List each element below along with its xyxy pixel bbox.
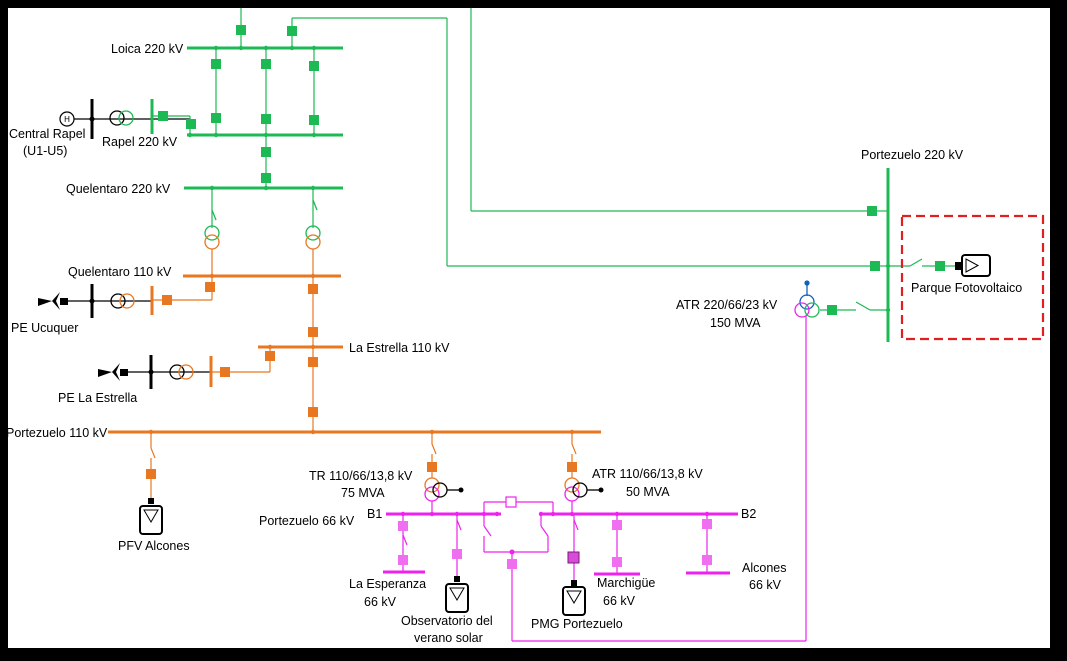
label-alcones-1: Alcones	[742, 561, 786, 575]
kv220-system	[70, 8, 958, 342]
label-pmg-portezuelo: PMG Portezuelo	[531, 617, 623, 631]
kv110-system	[108, 249, 601, 498]
kv220-breakers	[158, 25, 945, 315]
atr-110-66-transformer	[564, 477, 604, 502]
label-quelentaro-220: Quelentaro 220 kV	[66, 182, 171, 196]
label-marchigue-2: 66 kV	[603, 594, 636, 608]
label-atr-110-2: 50 MVA	[626, 485, 670, 499]
label-alcones-2: 66 kV	[749, 578, 782, 592]
quelentaro-transformers	[204, 199, 321, 250]
label-tr-110-2: 75 MVA	[341, 486, 385, 500]
bus-tie-breaker	[505, 496, 517, 508]
label-portezuelo-66: Portezuelo 66 kV	[259, 514, 355, 528]
label-b1: B1	[367, 507, 382, 521]
label-pfv-alcones: PFV Alcones	[118, 539, 190, 553]
label-atr-220-2: 150 MVA	[710, 316, 761, 330]
kv110-nodes	[148, 273, 575, 435]
pfv-alcones-symbol	[139, 498, 163, 535]
label-parque-fotovoltaico: Parque Fotovoltaico	[911, 281, 1022, 295]
observatorio-pv-symbol	[445, 576, 469, 613]
kv220-nodes	[187, 45, 891, 313]
label-observatorio-1: Observatorio del	[401, 614, 493, 628]
pv-park-highlight	[900, 214, 1045, 341]
label-quelentaro-110: Quelentaro 110 kV	[68, 265, 172, 279]
label-pe-la-estrella: PE La Estrella	[58, 391, 137, 405]
labels: Loica 220 kV Rapel 220 kV Central Rapel …	[8, 42, 1022, 645]
label-la-esperanza-1: La Esperanza	[349, 577, 426, 591]
generator-letter: H	[64, 115, 70, 124]
pe-la-estrella-generator	[98, 355, 213, 389]
label-marchigue-1: Marchigüe	[597, 576, 655, 590]
atr-220-transformer	[794, 280, 820, 318]
pmg-portezuelo-symbol	[562, 580, 586, 616]
pe-ucuquer-generator	[38, 284, 154, 318]
label-atr-220-1: ATR 220/66/23 kV	[676, 298, 778, 312]
label-rapel-220: Rapel 220 kV	[102, 135, 178, 149]
parque-fotovoltaico-symbol	[955, 254, 991, 277]
label-atr-110-1: ATR 110/66/13,8 kV	[592, 467, 703, 481]
label-pe-ucuquer: PE Ucuquer	[11, 321, 78, 335]
label-central-rapel-2: (U1-U5)	[23, 144, 67, 158]
kv110-breakers	[146, 282, 577, 479]
pmg-breaker	[567, 551, 580, 564]
tr-110-66-transformer	[424, 477, 464, 502]
diagram-svg: H	[8, 8, 1045, 645]
label-b2: B2	[741, 507, 756, 521]
label-loica-220: Loica 220 kV	[111, 42, 184, 56]
kv66-switches	[402, 519, 579, 546]
label-la-estrella-110: La Estrella 110 kV	[349, 341, 450, 355]
kv66-breakers	[398, 519, 712, 569]
label-tr-110-1: TR 110/66/13,8 kV	[309, 469, 413, 483]
label-portezuelo-110: Portezuelo 110 kV	[8, 426, 108, 440]
central-rapel-generator: H	[59, 99, 154, 139]
label-observatorio-2: verano solar	[414, 631, 483, 645]
label-la-esperanza-2: 66 kV	[364, 595, 397, 609]
kv66-nodes	[400, 511, 710, 555]
label-central-rapel-1: Central Rapel	[9, 127, 85, 141]
single-line-diagram: H	[8, 8, 1050, 648]
label-portezuelo-220: Portezuelo 220 kV	[861, 148, 964, 162]
